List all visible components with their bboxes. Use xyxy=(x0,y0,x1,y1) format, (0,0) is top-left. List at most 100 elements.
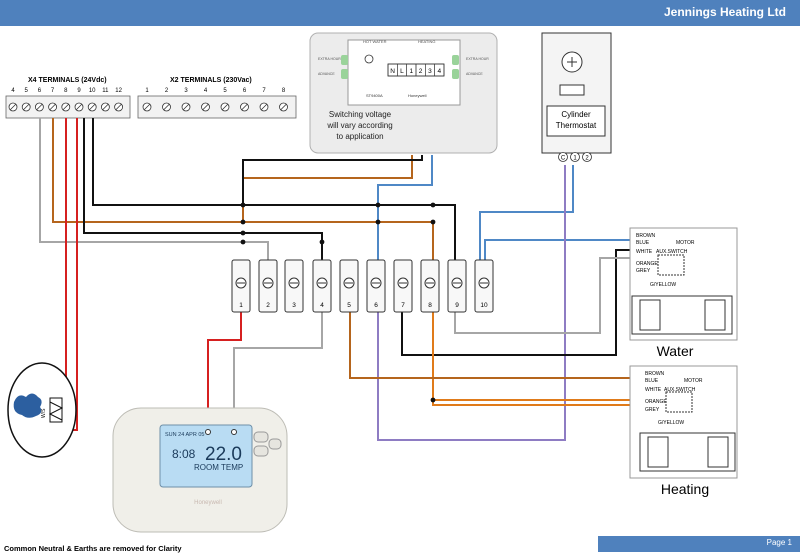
x4-terminal-label: 12 xyxy=(115,88,122,94)
wv-wire-white: WHITE xyxy=(636,249,653,255)
strip-terminal-label: 9 xyxy=(455,302,459,309)
page-number-box: Page 1 xyxy=(598,536,800,552)
x4-terminal-label: 11 xyxy=(102,88,109,94)
prog-right-top: HEATING xyxy=(418,39,435,44)
strip-terminal-label: 10 xyxy=(480,302,488,309)
wire-purple xyxy=(377,165,566,441)
cyl-terminal-label: C xyxy=(561,156,566,162)
wire-blue-prog xyxy=(377,155,433,260)
wv-wire-orange: ORANGE xyxy=(636,261,658,267)
x2-terminal-label: 3 xyxy=(184,88,188,94)
cyl-terminal xyxy=(582,152,592,162)
wire-grey xyxy=(39,118,269,260)
strip-terminal-label: 5 xyxy=(347,302,351,309)
stat-brand: Honeywell xyxy=(194,500,222,506)
wv-wire-blue: BLUE xyxy=(636,240,650,246)
wire-black-1 xyxy=(92,118,456,260)
cyl-terminal xyxy=(570,152,580,162)
prog-left-b: ADVANCE xyxy=(318,72,335,76)
prog-right-a: EXTRA HOUR xyxy=(466,57,489,61)
strip-terminal-label: 6 xyxy=(374,302,378,309)
x4-terminal-label: 7 xyxy=(51,88,55,94)
header-bar: Jennings Heating Ltd xyxy=(0,0,800,26)
junctions xyxy=(240,202,436,403)
stat-day: SUN 24 APR 05 xyxy=(165,432,204,438)
wire-blue-water xyxy=(484,239,640,260)
cyl-label-2: Thermostat xyxy=(556,121,597,130)
prog-terminal-label: L xyxy=(400,68,404,75)
prog-terminal-label: N xyxy=(390,68,395,75)
stat-up-button[interactable] xyxy=(253,431,269,443)
x4-terminal-label: 10 xyxy=(89,88,96,94)
wire-brown-prog xyxy=(242,155,413,222)
strip-terminal-label: 2 xyxy=(266,302,270,309)
prog-terminal-label: 2 xyxy=(419,68,423,75)
stat-time: 8:08 xyxy=(172,447,196,461)
hv-wire-blue: BLUE xyxy=(645,378,659,384)
stat-temp: 22.0 xyxy=(205,444,242,465)
strip-terminal-label: 3 xyxy=(292,302,296,309)
hv-wire-brown: BROWN xyxy=(645,371,665,377)
prog-button-left-2[interactable] xyxy=(341,69,348,79)
prog-terminal-label: 4 xyxy=(437,68,441,75)
x4-terminal-label: 8 xyxy=(64,88,68,94)
wire-black-prog xyxy=(242,155,423,205)
wv-aux: AUX.SWITCH xyxy=(656,249,688,255)
cyl-terminal-label: 1 xyxy=(573,156,577,162)
room-thermostat: SUN 24 APR 05 8:08 22.0 ROOM TEMP Honeyw… xyxy=(112,407,288,533)
x2-terminal-label: 5 xyxy=(223,88,227,94)
strip-terminal-label: 8 xyxy=(428,302,432,309)
wv-wire-grey: GREY xyxy=(636,268,651,274)
wire-grey-water xyxy=(454,257,640,334)
wireless-sensor: W/S xyxy=(7,362,77,458)
x2-terminal-label: 4 xyxy=(204,88,208,94)
water-title: Water xyxy=(657,343,694,359)
x2-terminal-label: 8 xyxy=(282,88,286,94)
cyl-label-1: Cylinder xyxy=(561,110,591,119)
hv-wire-white: WHITE xyxy=(645,387,662,393)
prog-button-right-2[interactable] xyxy=(452,69,459,79)
strip-terminal-label: 1 xyxy=(239,302,243,309)
stat-room-text: ROOM TEMP xyxy=(194,463,243,472)
x2-terminal-label: 7 xyxy=(262,88,266,94)
heating-title: Heating xyxy=(661,481,709,497)
footer-note: Common Neutral & Earths are removed for … xyxy=(4,544,182,553)
cyl-terminal xyxy=(558,152,568,162)
heating-valve: BROWN BLUE MOTOR WHITE AUX.SWITCH ORANGE… xyxy=(629,365,738,497)
cloud-icon xyxy=(13,393,42,418)
x2-terminal-label: 6 xyxy=(243,88,247,94)
prog-left-top: HOT WATER xyxy=(363,39,387,44)
x4-terminal-label: 4 xyxy=(11,88,15,94)
cyl-terminal-label: 2 xyxy=(585,156,589,162)
stat-down-button[interactable] xyxy=(253,445,269,457)
prog-button-left-1[interactable] xyxy=(341,55,348,65)
x4-title: X4 TERMINALS (24Vdc) xyxy=(28,77,107,84)
strip-terminal-label: 7 xyxy=(401,302,405,309)
x2-title: X2 TERMINALS (230Vac) xyxy=(170,77,252,84)
x2-terminal-block: X2 TERMINALS (230Vac) 1 2 3 4 5 6 7 8 xyxy=(137,77,297,119)
cylinder-thermostat: Cylinder Thermostat C 1 2 xyxy=(541,32,612,162)
x2-terminal-label: 1 xyxy=(145,88,149,94)
prog-right-b: ADVANCE xyxy=(466,72,483,76)
prog-brand: Honeywell xyxy=(408,93,427,98)
x2-terminal-label: 2 xyxy=(165,88,169,94)
wv-wire-brown: BROWN xyxy=(636,233,656,239)
page-number: Page 1 xyxy=(766,538,792,547)
wire-orange-water xyxy=(432,312,640,406)
wv-motor: MOTOR xyxy=(676,240,695,246)
header-title: Jennings Heating Ltd xyxy=(663,5,786,19)
wire-blue-cyl xyxy=(479,165,574,260)
prog-left-a: EXTRA HOUR xyxy=(318,57,341,61)
x4-terminal-label: 6 xyxy=(38,88,42,94)
hv-motor: MOTOR xyxy=(684,378,703,384)
hv-wire-gy: G/YELLOW xyxy=(658,420,684,426)
wire-grey-heat xyxy=(233,312,323,432)
stat-mode-button[interactable] xyxy=(268,438,282,450)
prog-button-right-1[interactable] xyxy=(452,55,459,65)
water-valve: BROWN BLUE MOTOR WHITE AUX.SWITCH ORANGE… xyxy=(629,227,738,359)
wire-brown-heat xyxy=(349,312,640,379)
